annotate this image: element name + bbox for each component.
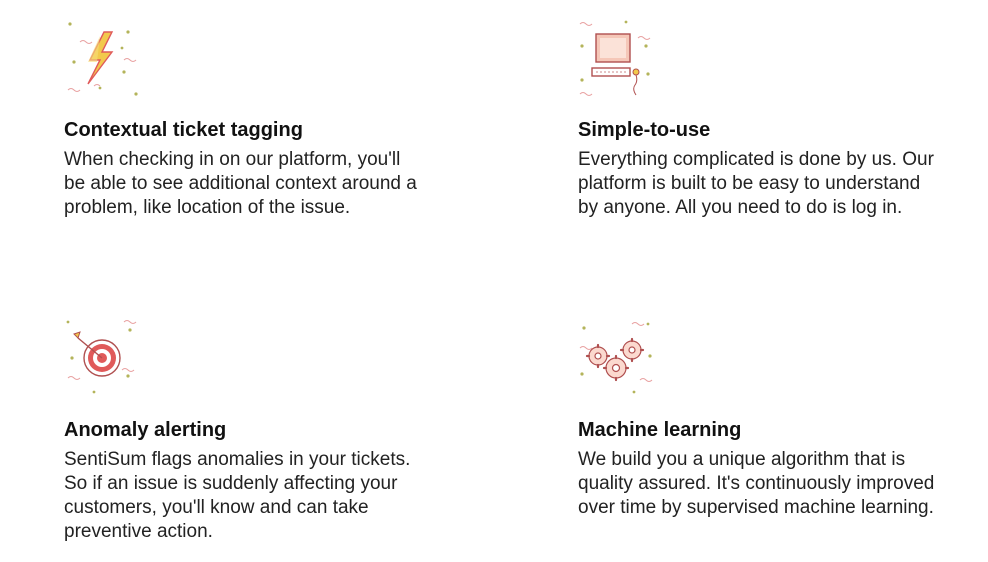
feature-description: When checking in on our platform, you'll… xyxy=(64,149,417,218)
feature-machine-learning: Machine learning We build you a unique a… xyxy=(578,318,938,520)
computer-icon xyxy=(578,18,656,98)
feature-description: Everything complicated is done by us. Ou… xyxy=(578,149,934,218)
gears-icon xyxy=(578,318,656,398)
feature-title: Simple-to-use xyxy=(578,119,711,141)
feature-title: Machine learning xyxy=(578,419,742,441)
feature-simple-to-use: Simple-to-use Everything complicated is … xyxy=(578,18,938,220)
feature-description: SentiSum flags anomalies in your tickets… xyxy=(64,449,411,542)
feature-description: We build you a unique algorithm that is … xyxy=(578,449,935,518)
feature-title: Contextual ticket tagging xyxy=(64,119,303,141)
feature-anomaly-alerting: Anomaly alerting SentiSum flags anomalie… xyxy=(64,318,424,544)
target-icon xyxy=(64,318,142,398)
lightning-icon xyxy=(64,18,142,98)
feature-contextual-ticket-tagging: Contextual ticket tagging When checking … xyxy=(64,18,424,220)
feature-title: Anomaly alerting xyxy=(64,419,227,441)
